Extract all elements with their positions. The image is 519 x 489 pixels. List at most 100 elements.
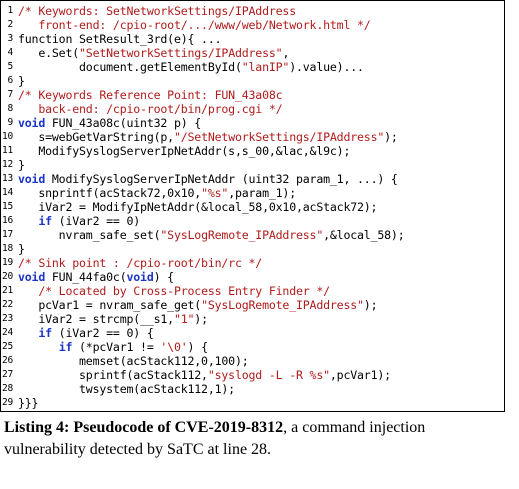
code-text: void ModifySyslogServerIpNetAddr (uint32… [18,172,398,186]
code-comment: back-end: /cpio-root/bin/prog.cgi */ [18,102,283,116]
code-token [18,326,38,340]
line-number: 19 [1,257,13,268]
code-text: /* Keywords Reference Point: FUN_43a08c [18,88,283,102]
code-string: "%s" [201,186,229,200]
code-text: document.getElementById("lanIP").value).… [18,60,364,74]
line-number: 18 [1,243,13,254]
code-token: twsystem(acStack112,1); [18,382,235,396]
line-number: 24 [1,327,13,338]
code-token: pcVar1 = nvram_safe_get( [18,298,202,312]
code-keyword: if [38,214,52,228]
code-keyword: void [18,116,46,130]
listing-caption: Listing 4: Pseudocode of CVE-2019-8312, … [4,417,509,461]
line-number: 1 [7,5,13,16]
line-number: 23 [1,313,13,324]
code-token [18,214,38,228]
code-text: memset(acStack112,0,100); [18,354,249,368]
code-text: s=webGetVarString(p,"/SetNetworkSettings… [18,130,398,144]
code-keyword: void [18,270,46,284]
code-text: iVar2 = strcmp(__s1,"1"); [18,312,208,326]
line-number: 29 [1,397,13,408]
line-number: 16 [1,215,13,226]
code-comment: front-end: /cpio-root/.../www/web/Networ… [18,18,371,32]
code-token: e.Set( [18,46,80,60]
code-token: ModifySyslogServerIpNetAddr (uint32 para… [45,172,398,186]
code-token: ) { [187,340,209,354]
line-number: 8 [7,103,13,114]
code-token: ).value)... [289,60,364,74]
code-token: ) { [153,270,175,284]
code-string: "lanIP" [241,60,290,74]
code-text: iVar2 = ModifyIpNetAddr(&local_58,0x10,a… [18,200,377,214]
code-text: } [18,74,25,88]
code-text: if (iVar2 == 0) [18,214,140,228]
code-text: e.Set("SetNetworkSettings/IPAddress", [18,46,289,60]
code-token: memset(acStack112,0,100); [18,354,249,368]
code-keyword: if [58,340,73,354]
code-listing: 1 /* Keywords: SetNetworkSettings/IPAddre… [0,0,505,412]
code-comment: /* Sink point : /cpio-root/bin/rc */ [18,256,263,270]
code-string: "SysLogRemote_IPAddress" [160,228,324,242]
line-number: 2 [7,19,13,30]
code-token: (*pcVar1 != [72,340,161,354]
code-token: ,&local_58); [323,228,405,242]
code-token: ); [194,312,208,326]
code-text: if (iVar2 == 0) { [18,326,154,340]
code-string: "SetNetworkSettings/IPAddress" [79,46,283,60]
code-token: FUN_43a08c(uint32 p) { [45,116,202,130]
code-string: "SysLogRemote_IPAddress" [201,298,364,312]
code-text: sprintf(acStack112,"syslogd -L -R %s",pc… [18,368,391,382]
code-token: ); [363,298,378,312]
code-token: ModifySyslogServerIpNetAddr(s,s_00,&lac,… [18,144,351,158]
line-number: 3 [7,33,13,44]
line-number: 13 [1,173,13,184]
line-number: 6 [7,75,13,86]
code-text: /* Sink point : /cpio-root/bin/rc */ [18,256,262,270]
line-number: 22 [1,299,13,310]
line-number: 17 [1,229,13,240]
code-string: '\0' [160,340,188,354]
code-token: s=webGetVarString(p, [18,130,174,144]
code-string: "/SetNetworkSettings/IPAddress" [173,130,385,144]
code-token: FUN_44fa0c( [45,270,127,284]
code-token: ); [384,130,398,144]
code-text: back-end: /cpio-root/bin/prog.cgi */ [18,102,282,116]
code-token: (iVar2 == 0) { [51,326,154,340]
code-token: document.getElementById( [18,60,242,74]
line-number: 11 [1,145,13,156]
code-token: } [18,158,25,172]
code-string: "1" [173,312,195,326]
code-keyword: void [126,270,154,284]
code-token: }}} [18,396,39,410]
line-number: 21 [1,285,13,296]
line-number: 20 [1,271,13,282]
line-number: 4 [7,47,13,58]
line-number: 25 [1,341,13,352]
code-text: ModifySyslogServerIpNetAddr(s,s_00,&lac,… [18,144,350,158]
code-token: ,param_1); [228,186,296,200]
code-token: iVar2 = ModifyIpNetAddr(&local_58,0x10,a… [18,200,378,214]
code-token: function SetResult_3rd(e){ ... [18,32,222,46]
line-number: 7 [7,89,13,100]
code-text: void FUN_44fa0c(void) { [18,270,174,284]
code-text: front-end: /cpio-root/.../www/web/Networ… [18,18,371,32]
code-text: void FUN_43a08c(uint32 p) { [18,116,201,130]
code-text: }}} [18,396,39,410]
code-token: , [282,46,290,60]
code-token: } [18,242,25,256]
line-number: 27 [1,369,13,380]
code-string: "syslogd -L -R %s" [207,368,330,382]
line-number: 15 [1,201,13,212]
code-token: } [18,74,25,88]
code-token: (iVar2 == 0) [51,214,141,228]
line-number: 10 [1,131,13,142]
caption-title: Listing 4: Pseudocode of CVE-2019-8312 [4,419,284,436]
line-number: 26 [1,355,13,366]
code-comment: /* Keywords: SetNetworkSettings/IPAddres… [18,4,296,18]
code-token [18,284,38,298]
code-text: pcVar1 = nvram_safe_get("SysLogRemote_IP… [18,298,377,312]
code-text: /* Keywords: SetNetworkSettings/IPAddres… [18,4,296,18]
code-token: ,pcVar1); [329,368,391,382]
line-number: 14 [1,187,13,198]
line-number: 9 [7,117,13,128]
